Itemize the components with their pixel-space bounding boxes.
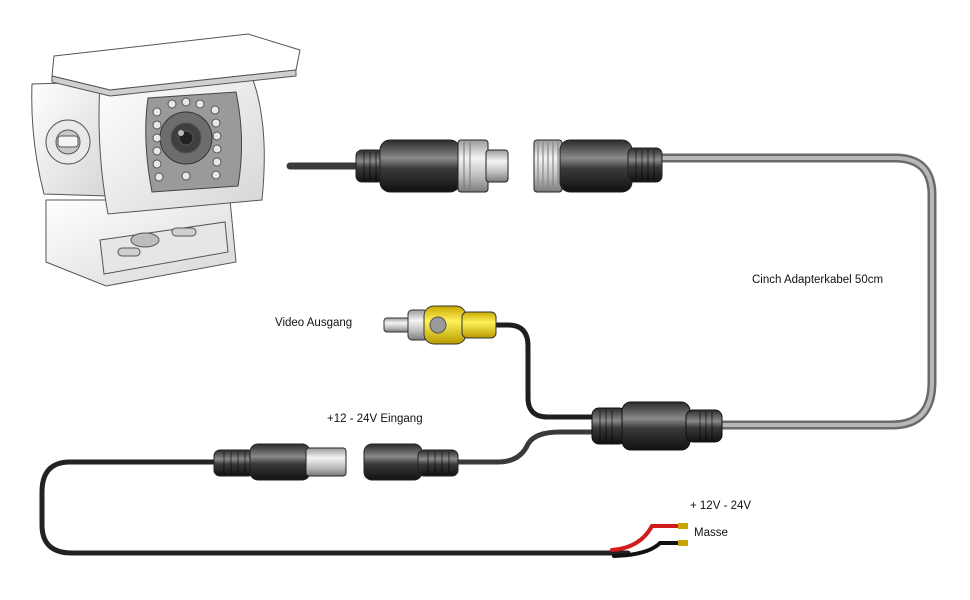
ground-label: Masse xyxy=(694,527,728,539)
voltage-label: + 12V - 24V xyxy=(690,500,752,512)
aviation-plug-male xyxy=(355,139,509,193)
cables xyxy=(39,153,937,558)
cable-splitter xyxy=(591,401,723,451)
video-output-label: Video Ausgang xyxy=(275,317,353,329)
wire-tips xyxy=(678,523,688,546)
dc-plug-male xyxy=(213,443,347,481)
aviation-plug-female xyxy=(533,139,663,193)
connector-grip-ribs xyxy=(223,150,713,474)
rca-video-plug xyxy=(383,305,497,345)
dc-plug-female xyxy=(363,443,459,481)
adapter-cable-label: Cinch Adapterkabel 50cm xyxy=(752,274,884,286)
power-input-label: +12 - 24V Eingang xyxy=(327,413,423,425)
rear-camera-illustration xyxy=(31,33,301,287)
